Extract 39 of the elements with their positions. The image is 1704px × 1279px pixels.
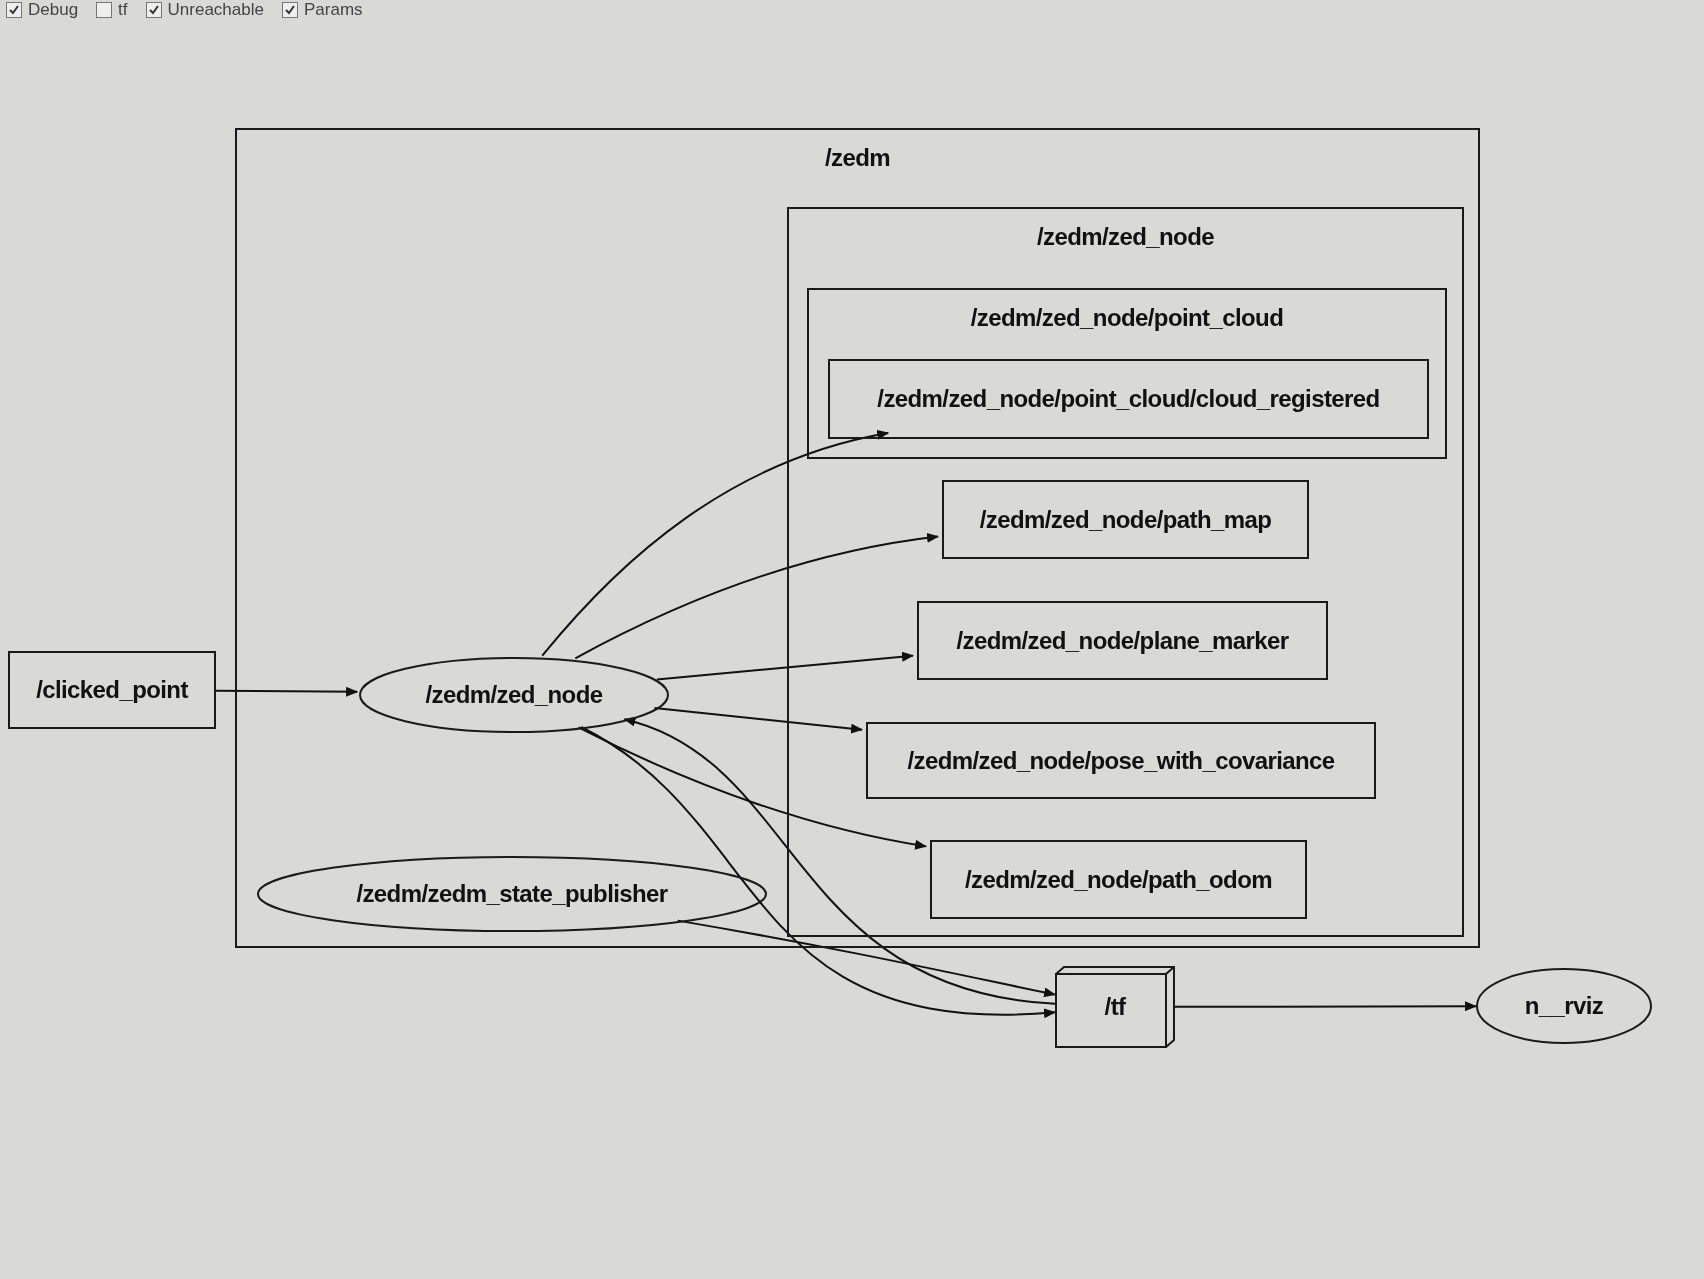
arrow [653, 706, 863, 734]
node-label: /zedm/zed_node [1037, 223, 1214, 251]
topic-box [8, 651, 216, 729]
arrow [574, 533, 939, 660]
option-label: Params [303, 0, 363, 20]
group-frame [235, 128, 1480, 948]
node-ellipse [1476, 968, 1652, 1044]
node-ellipse [359, 657, 669, 733]
node-label: /zedm/zedm_state_publisher [356, 880, 668, 908]
arrow [577, 726, 927, 850]
node-label: /zedm/zed_node [425, 681, 603, 709]
node-label: /zedm/zed_node/point_cloud [970, 304, 1284, 332]
arrow [1174, 1001, 1477, 1012]
arrow [655, 651, 914, 681]
option-label: Debug [28, 0, 79, 20]
group-frame [787, 207, 1464, 937]
group-frame [807, 288, 1447, 459]
topic-box [828, 359, 1429, 439]
topic-box [930, 840, 1307, 919]
node-label: /tf [1104, 993, 1126, 1021]
arrow [541, 430, 890, 657]
arrow [623, 718, 1056, 1005]
node-label: /zedm/zed_node/plane_marker [956, 626, 1289, 655]
node-label: n__rviz [1524, 992, 1604, 1020]
topic-box [1055, 966, 1175, 1048]
topic-box [866, 722, 1376, 799]
topic-box [942, 480, 1309, 559]
node-label: /zedm [825, 144, 890, 172]
option-label: Unreachable [167, 0, 264, 20]
option-label: tf [118, 0, 128, 20]
arrow [215, 686, 359, 697]
node-label: /zedm/zed_node/path_odom [965, 865, 1272, 894]
node-label: /zedm/zed_node/path_map [979, 505, 1272, 534]
node-label: /zedm/zed_node/point_cloud/cloud_registered [877, 385, 1380, 413]
node-label: /clicked_point [36, 676, 188, 704]
arrow [580, 726, 1056, 1018]
topic-box [917, 601, 1328, 680]
node-label: /zedm/zed_node/pose_with_covariance [907, 746, 1335, 775]
node-ellipse [257, 856, 767, 932]
